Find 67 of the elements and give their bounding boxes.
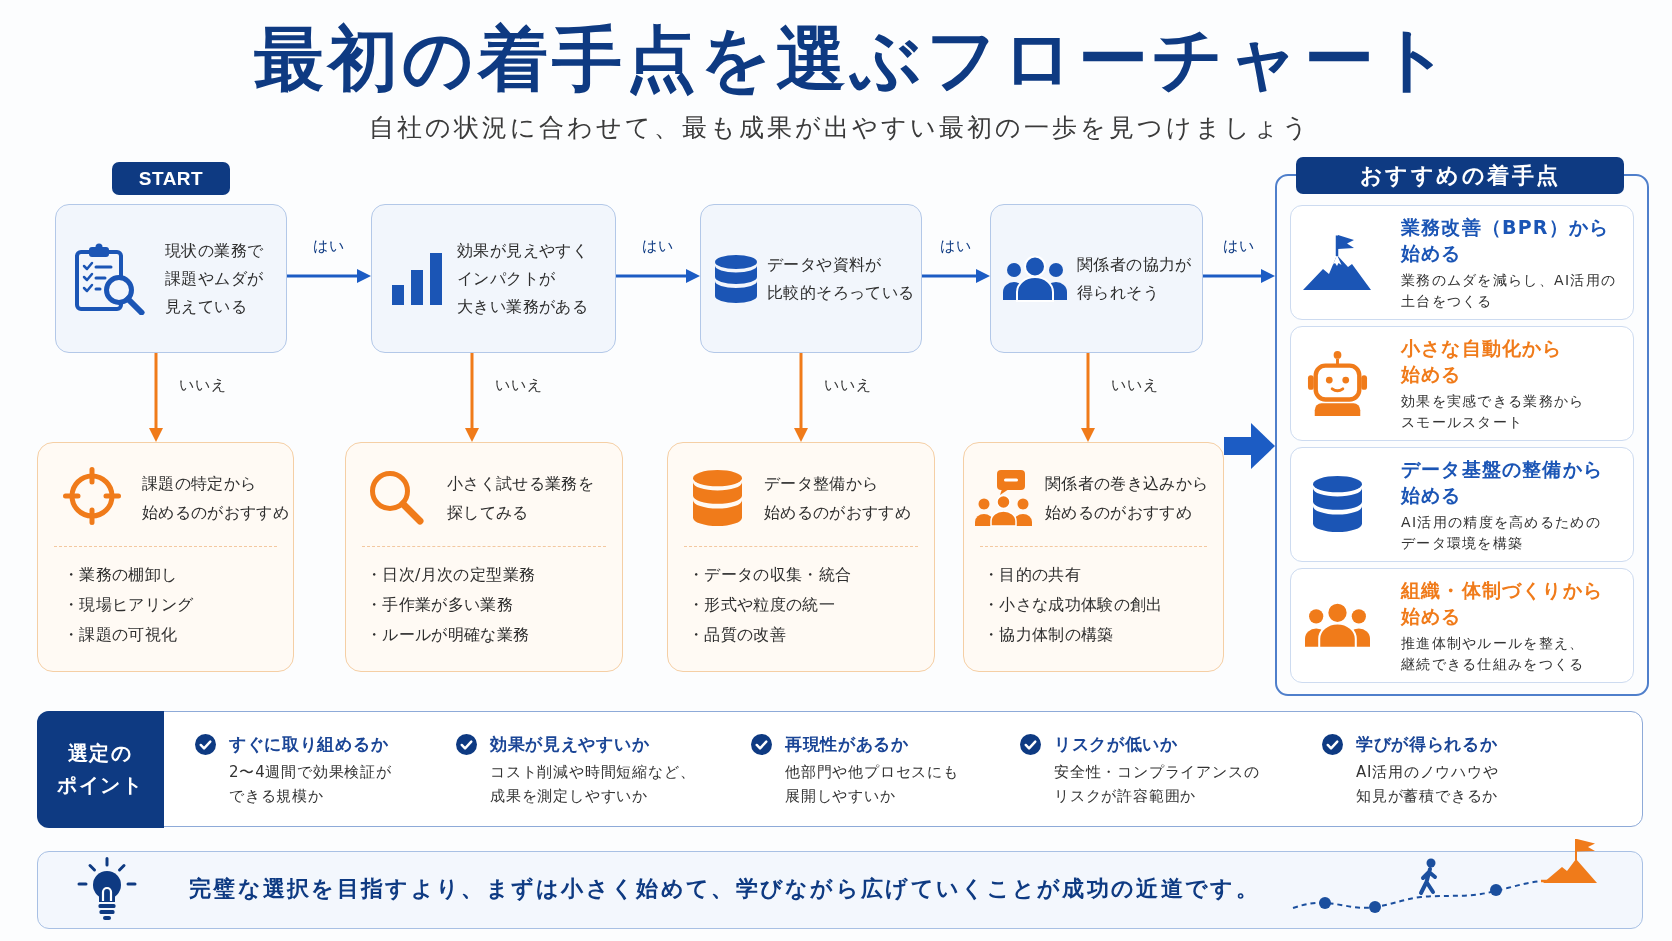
arrow <box>794 353 808 442</box>
card-description: AI活用の精度を高めるためのデータ環境を構築 <box>1401 512 1602 553</box>
panel-heading: おすすめの着手点 <box>1296 157 1624 194</box>
arrow <box>1081 353 1095 442</box>
arrow <box>616 269 700 283</box>
recommendation-card <box>1290 568 1634 683</box>
criterion-description: 2〜4週間で効果検証ができる規模か <box>229 762 393 807</box>
card-title: 業務改善（BPR）から始める <box>1401 214 1611 266</box>
criterion-description: コスト削減や時間短縮など、成果を測定しやすいか <box>490 762 697 807</box>
recommendation-heading: データ整備から始めるのがおすすめ <box>764 473 913 524</box>
recommendation-box <box>37 442 294 672</box>
list-item: ・目的の共有 <box>983 564 1083 586</box>
recommendation-card <box>1290 447 1634 562</box>
question-text: 現状の業務で課題やムダが見えている <box>165 239 265 318</box>
recommendation-heading: 課題の特定から始めるのがおすすめ <box>142 473 291 524</box>
question-box <box>55 204 287 353</box>
question-text: データや資料が比較的そろっている <box>767 253 916 304</box>
question-text: 効果が見えやすくインパクトが大きい業務がある <box>457 239 590 318</box>
question-text: 関係者の協力が得られそう <box>1077 253 1193 304</box>
recommendation-card <box>1290 205 1634 320</box>
card-title: データ基盤の整備から始める <box>1401 456 1604 508</box>
list-item: ・データの収集・統合 <box>688 564 852 586</box>
list-item: ・品質の改善 <box>688 624 788 646</box>
criterion-description: 安全性・コンプライアンスのリスクが許容範囲か <box>1054 762 1261 807</box>
arrow <box>149 353 163 442</box>
recommendation-box <box>963 442 1224 672</box>
tip-text: 完璧な選択を目指すより、まずは小さく始めて、学びながら広げていくことが成功の近道です。 <box>189 875 1260 903</box>
list-item: ・課題の可視化 <box>63 624 179 646</box>
card-description: 推進体制やルールを整え、継続できる仕組みをつくる <box>1401 633 1586 674</box>
criterion-heading: 効果が見えやすいか <box>490 733 650 756</box>
list-item: ・協力体制の構築 <box>983 624 1115 646</box>
question-box <box>700 204 922 353</box>
criterion-heading: 学びが得られるか <box>1356 733 1498 756</box>
recommendation-heading: 関係者の巻き込みから始めるのがおすすめ <box>1045 473 1210 524</box>
list-item: ・形式や粒度の統一 <box>688 594 837 616</box>
arrow <box>922 269 990 283</box>
criterion-heading: 再現性があるか <box>785 733 909 756</box>
criterion-heading: リスクが低いか <box>1054 733 1178 756</box>
criterion-description: AI活用のノウハウや知見が蓄積できるか <box>1356 762 1500 807</box>
question-box <box>371 204 616 353</box>
arrow <box>287 269 371 283</box>
subtitle: 自社の状況に合わせて、最も成果が出やすい最初の一歩を見つけましょう <box>369 112 1311 144</box>
list-item: ・日次/月次の定型業務 <box>366 564 536 586</box>
criterion-heading: すぐに取り組めるか <box>229 733 389 756</box>
selection-criteria-band <box>37 711 1643 827</box>
recommendation-box <box>667 442 935 672</box>
page-title: 最初の着手点を選ぶフローチャート <box>254 17 1454 101</box>
card-description: 効果を実感できる業務からスモールスタート <box>1401 391 1586 432</box>
recommendation-panel <box>1275 157 1649 696</box>
recommendation-heading: 小さく試せる業務を探してみる <box>447 473 596 524</box>
question-box <box>990 204 1203 353</box>
card-title: 小さな自動化から始める <box>1401 335 1564 387</box>
list-item: ・手作業が多い業務 <box>366 594 515 616</box>
card-title: 組織・体制づくりから始める <box>1401 577 1604 629</box>
list-item: ・小さな成功体験の創出 <box>983 594 1163 616</box>
recommendation-card <box>1290 326 1634 441</box>
list-item: ・業務の棚卸し <box>63 564 179 586</box>
recommendation-box <box>345 442 623 672</box>
list-item: ・ルールが明確な業務 <box>366 624 531 646</box>
list-item: ・現場ヒアリング <box>63 594 194 616</box>
arrow <box>465 353 479 442</box>
card-description: 業務のムダを減らし、AI活用の土台をつくる <box>1401 270 1618 311</box>
start-badge: START <box>112 162 230 195</box>
criterion-description: 他部門や他プロセスにも展開しやすいか <box>785 762 960 807</box>
criteria-heading: 選定のポイント <box>36 710 164 828</box>
arrow <box>1203 269 1275 283</box>
block-arrow <box>1224 423 1275 469</box>
